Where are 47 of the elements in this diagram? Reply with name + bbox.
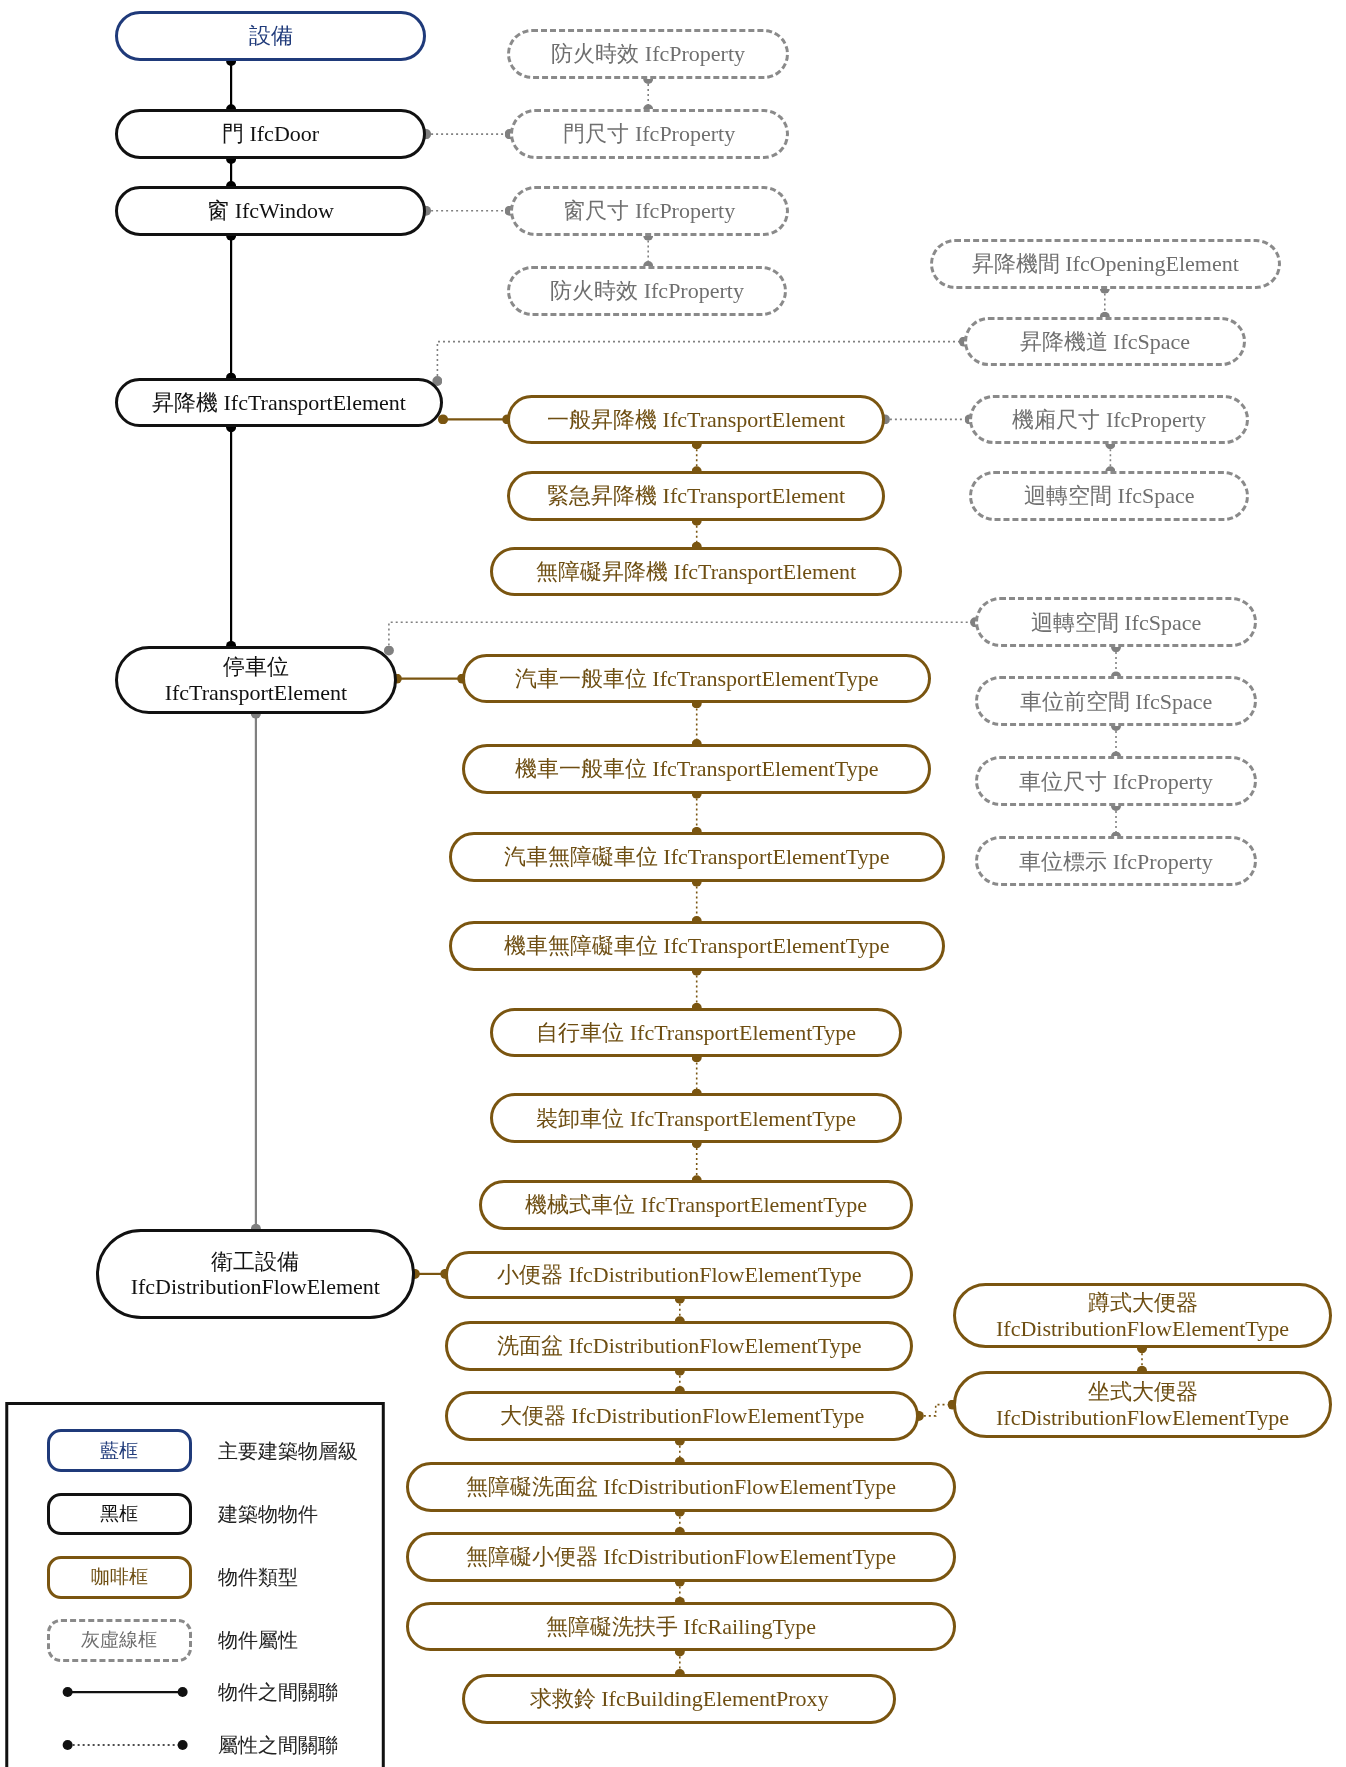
- rounded-box: 緊急昇降機 IfcTransportElement: [507, 471, 885, 521]
- rounded-box: 求救鈴 IfcBuildingElementProxy: [462, 1674, 897, 1724]
- legend-text: 物件類型: [217, 1564, 298, 1592]
- rounded-box: 昇降機間 IfcOpeningElement: [930, 239, 1281, 289]
- rounded-box: 機械式車位 IfcTransportElementType: [479, 1180, 914, 1230]
- rounded-box: 坐式大便器 IfcDistributionFlowElementType: [952, 1370, 1333, 1439]
- rounded-box: 無障礙洗扶手 IfcRailingType: [405, 1601, 956, 1652]
- rounded-box: 無障礙小便器 IfcDistributionFlowElementType: [405, 1532, 956, 1582]
- rounded-box: 機車無障礙車位 IfcTransportElementType: [448, 921, 945, 971]
- legend-text: 建築物物件: [217, 1500, 318, 1528]
- legend-key: 咖啡框: [47, 1555, 192, 1599]
- legend-text: 物件屬性: [217, 1627, 298, 1655]
- rounded-box: 車位尺寸 IfcProperty: [975, 756, 1257, 806]
- rounded-box: 一般昇降機 IfcTransportElement: [507, 394, 885, 445]
- rounded-box: 設備: [115, 11, 427, 61]
- rounded-box: 車位前空間 IfcSpace: [975, 676, 1257, 726]
- rounded-box: 停車位 IfcTransportElement: [115, 645, 397, 714]
- rounded-box: 洗面盆 IfcDistributionFlowElementType: [445, 1321, 914, 1371]
- rounded-box: 窗尺寸 IfcProperty: [509, 186, 790, 236]
- rounded-box: 門尺寸 IfcProperty: [509, 109, 790, 159]
- rounded-box: 機車一般車位 IfcTransportElementType: [462, 744, 932, 794]
- rounded-box: 裝卸車位 IfcTransportElementType: [490, 1093, 902, 1144]
- legend-text: 屬性之間關聯: [217, 1732, 338, 1760]
- legend-text: 主要建築物層級: [217, 1437, 358, 1465]
- rounded-box: 門 IfcDoor: [115, 109, 427, 159]
- rounded-box: 機廂尺寸 IfcProperty: [969, 394, 1250, 445]
- rounded-box: 小便器 IfcDistributionFlowElementType: [445, 1251, 914, 1299]
- rounded-box: 迴轉空間 IfcSpace: [975, 597, 1257, 648]
- rounded-box: 汽車無障礙車位 IfcTransportElementType: [448, 831, 945, 882]
- rounded-box: 迴轉空間 IfcSpace: [969, 471, 1250, 521]
- rounded-box: 汽車一般車位 IfcTransportElementType: [462, 653, 932, 704]
- rounded-box: 衛工設備 IfcDistributionFlowElement: [95, 1228, 415, 1319]
- rounded-box: 昇降機道 IfcSpace: [963, 316, 1246, 367]
- legend-key: 灰虛線框: [47, 1618, 192, 1662]
- rounded-box: 大便器 IfcDistributionFlowElementType: [445, 1391, 919, 1441]
- rounded-box: 自行車位 IfcTransportElementType: [490, 1007, 902, 1058]
- rounded-box: 防火時效 IfcProperty: [507, 29, 790, 79]
- rounded-box: 無障礙昇降機 IfcTransportElement: [490, 546, 902, 597]
- rounded-box: 無障礙洗面盆 IfcDistributionFlowElementType: [405, 1462, 956, 1512]
- rounded-box: 防火時效 IfcProperty: [507, 266, 787, 316]
- legend-key: 藍框: [47, 1429, 192, 1473]
- rounded-box: 昇降機 IfcTransportElement: [115, 377, 443, 428]
- rounded-box: 蹲式大便器 IfcDistributionFlowElementType: [952, 1282, 1333, 1349]
- rounded-box: 車位標示 IfcProperty: [975, 836, 1257, 887]
- legend-key: 黑框: [47, 1492, 192, 1536]
- rounded-box: 窗 IfcWindow: [115, 186, 427, 236]
- legend-text: 物件之間關聯: [217, 1679, 338, 1707]
